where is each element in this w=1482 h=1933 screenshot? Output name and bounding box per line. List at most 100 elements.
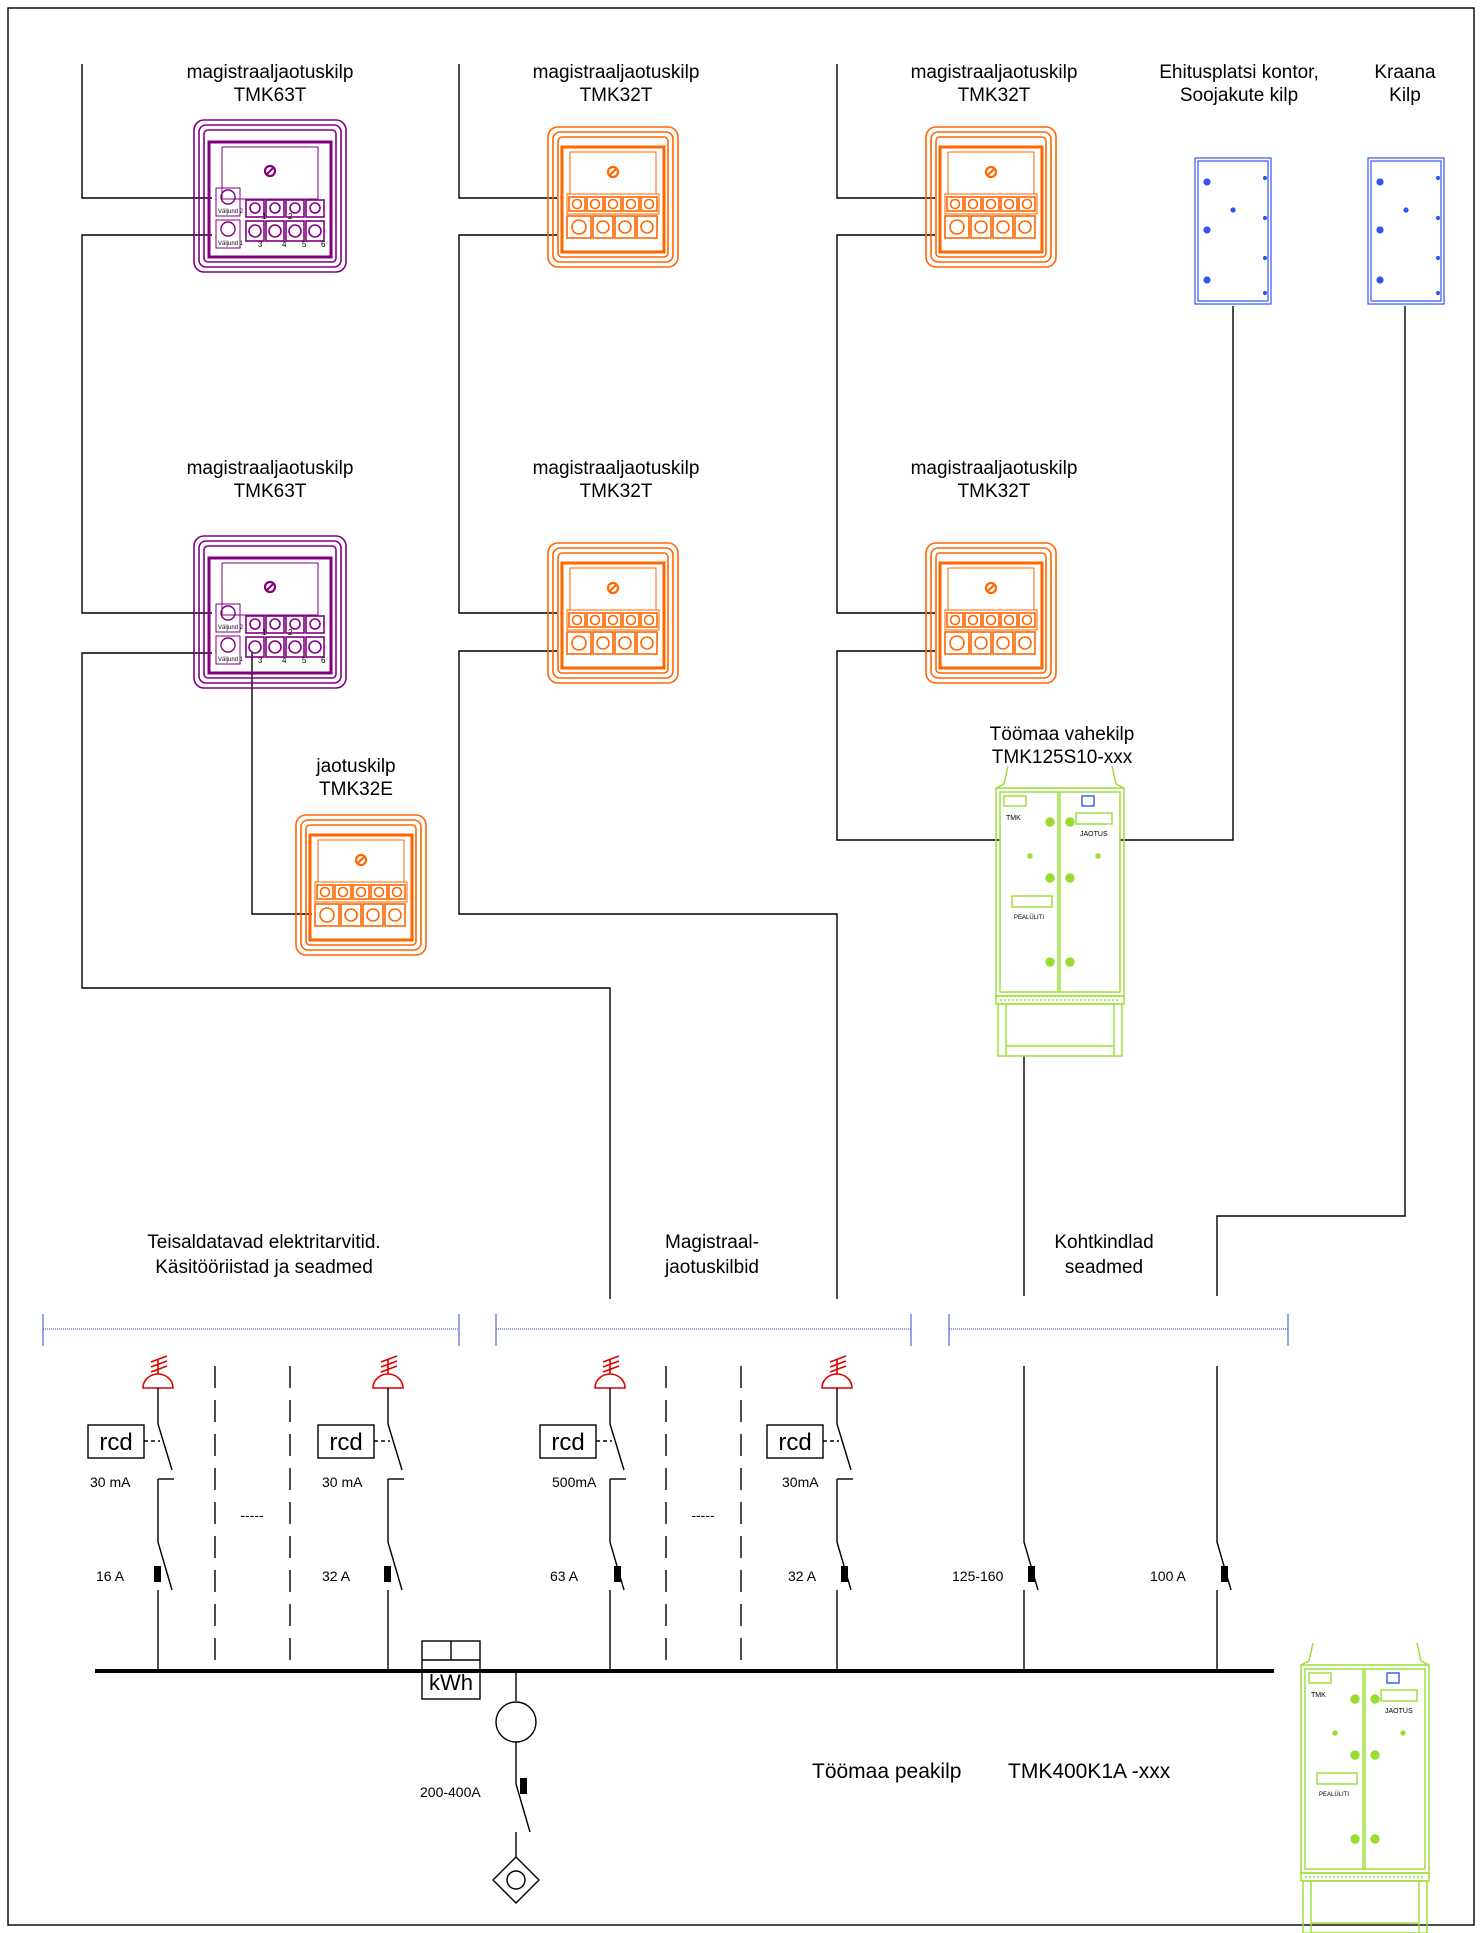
panel-title: magistraaljaotuskilp bbox=[187, 62, 354, 83]
socket-number: 3 bbox=[258, 656, 263, 665]
breaker-rating: 100 A bbox=[1150, 1568, 1186, 1584]
panel-model: TMK63T bbox=[234, 481, 307, 502]
cabinet-label: JAOTUS bbox=[1080, 831, 1108, 838]
current-transformer-icon bbox=[495, 1701, 537, 1743]
panel-tmk32e: jaotuskilp TMK32E bbox=[294, 756, 428, 957]
panel-tmk32-3: magistraaljaotuskilp TMK32T bbox=[911, 62, 1078, 269]
panel-tmk32-2: magistraaljaotuskilp TMK32T bbox=[533, 458, 700, 685]
supply-input-icon bbox=[492, 1856, 540, 1904]
spare-circuits-2: ----- bbox=[665, 1366, 742, 1671]
group-title: Magistraal- bbox=[665, 1232, 759, 1253]
group-title: Kohtkindlad bbox=[1054, 1232, 1153, 1253]
socket-number: 5 bbox=[302, 656, 307, 665]
rcd-rating: 30 mA bbox=[322, 1474, 363, 1490]
socket-tag: Väljund 2 bbox=[218, 625, 244, 631]
socket-number: 1 bbox=[262, 212, 267, 221]
panel-tmk32-4: magistraaljaotuskilp TMK32T bbox=[911, 458, 1078, 685]
socket-tag: Väljund 1 bbox=[218, 657, 244, 663]
main-panel-model: TMK400K1A -xxx bbox=[1008, 1760, 1171, 1783]
group-subtitle: jaotuskilbid bbox=[664, 1257, 759, 1278]
panel-model: TMK32T bbox=[958, 481, 1031, 502]
circuit-32a-portable: rcd 30 mA 32 A bbox=[317, 1355, 404, 1671]
panel-model: TMK32T bbox=[580, 481, 653, 502]
socket-tag: Väljund 1 bbox=[218, 241, 244, 247]
panel-subtitle: Kilp bbox=[1389, 85, 1421, 106]
socket-number: 2 bbox=[288, 212, 293, 221]
cabinet-label: JAOTUS bbox=[1385, 1708, 1413, 1715]
panel-title: magistraaljaotuskilp bbox=[533, 458, 700, 479]
panel-title: Töömaa vahekilp bbox=[990, 724, 1135, 745]
rcd-label: rcd bbox=[551, 1429, 584, 1456]
socket-number: 6 bbox=[321, 240, 326, 249]
spare-label: ----- bbox=[240, 1507, 264, 1523]
cabinet-label: PEALÜLITI bbox=[1319, 1791, 1349, 1798]
earth-icon bbox=[142, 1355, 174, 1389]
panel-vahekilp: Töömaa vahekilp TMK125S10-xxx TMK JAOTUS… bbox=[990, 724, 1135, 1057]
group-title: Teisaldatavad elektritarvitid. bbox=[147, 1232, 380, 1253]
rcd-label: rcd bbox=[778, 1429, 811, 1456]
rcd-label: rcd bbox=[99, 1429, 132, 1456]
earth-icon bbox=[594, 1355, 626, 1389]
socket-number: 2 bbox=[288, 628, 293, 637]
panel-model: TMK32T bbox=[580, 85, 653, 106]
wiring bbox=[81, 64, 1406, 1299]
socket-number: 5 bbox=[302, 240, 307, 249]
breaker-rating: 16 A bbox=[96, 1568, 125, 1584]
panel-title: magistraaljaotuskilp bbox=[911, 62, 1078, 83]
breaker-rating: 32 A bbox=[322, 1568, 351, 1584]
main-panel-title: Töömaa peakilp bbox=[812, 1760, 961, 1783]
socket-number: 4 bbox=[282, 240, 287, 249]
group-brackets bbox=[42, 1314, 1289, 1346]
group-mains: Magistraal- jaotuskilbid bbox=[664, 1232, 759, 1278]
breaker-rating: 125-160 bbox=[952, 1568, 1004, 1584]
panel-title: Kraana bbox=[1374, 62, 1436, 83]
rcd-rating: 30mA bbox=[782, 1474, 819, 1490]
group-fixed: Kohtkindlad seadmed bbox=[1054, 1232, 1153, 1278]
group-subtitle: seadmed bbox=[1065, 1257, 1143, 1278]
panel-title: Ehitusplatsi kontor, bbox=[1159, 62, 1318, 83]
panel-model: TMK125S10-xxx bbox=[992, 747, 1133, 768]
cabinet-brand: TMK bbox=[1311, 1692, 1326, 1699]
breaker-rating: 32 A bbox=[788, 1568, 817, 1584]
socket-number: 4 bbox=[282, 656, 287, 665]
spare-circuits-1: ----- bbox=[214, 1366, 291, 1671]
panel-title: jaotuskilp bbox=[315, 756, 395, 777]
meter-label: kWh bbox=[429, 1670, 473, 1695]
panel-subtitle: Soojakute kilp bbox=[1180, 85, 1298, 106]
socket-tag: Väljund 2 bbox=[218, 209, 244, 215]
earth-icon bbox=[372, 1355, 404, 1389]
panel-tmk63-top: magistraaljaotuskilp TMK63T Väljund 2 Vä… bbox=[187, 62, 354, 274]
panel-model: TMK63T bbox=[234, 85, 307, 106]
breaker-rating: 63 A bbox=[550, 1568, 579, 1584]
circuit-125-160: 125-160 bbox=[952, 1366, 1039, 1671]
cabinet-brand: TMK bbox=[1006, 815, 1021, 822]
main-supply: kWh 200-400A Töömaa peakilp TMK400K1A -x… bbox=[420, 1640, 1171, 1904]
earth-icon bbox=[821, 1355, 853, 1389]
socket-number: 3 bbox=[258, 240, 263, 249]
panel-office: Ehitusplatsi kontor, Soojakute kilp bbox=[1159, 62, 1319, 305]
panel-title: magistraaljaotuskilp bbox=[911, 458, 1078, 479]
panel-model: TMK32T bbox=[958, 85, 1031, 106]
socket-number: 6 bbox=[321, 656, 326, 665]
circuit-100a: 100 A bbox=[1150, 1366, 1232, 1671]
cabinet-label: PEALÜLITI bbox=[1014, 914, 1044, 921]
panel-title: magistraaljaotuskilp bbox=[187, 458, 354, 479]
circuit-32a-mains: rcd 30mA 32 A bbox=[766, 1355, 853, 1671]
panel-model: TMK32E bbox=[319, 779, 393, 800]
panel-tmk63-bottom: magistraaljaotuskilp TMK63T Väljund 2 Vä… bbox=[187, 458, 354, 690]
drawing-frame bbox=[7, 7, 1475, 1926]
rcd-label: rcd bbox=[329, 1429, 362, 1456]
panel-tmk32-1: magistraaljaotuskilp TMK32T bbox=[533, 62, 700, 269]
socket-number: 1 bbox=[262, 628, 267, 637]
panel-crane: Kraana Kilp bbox=[1367, 62, 1445, 305]
panel-peakilp: TMK JAOTUS PEALÜLITI bbox=[1300, 1642, 1430, 1933]
panel-title: magistraaljaotuskilp bbox=[533, 62, 700, 83]
kwh-meter-icon: kWh bbox=[421, 1640, 481, 1700]
rcd-rating: 500mA bbox=[552, 1474, 597, 1490]
circuit-63a: rcd 500mA 63 A bbox=[539, 1355, 626, 1671]
circuit-16a: rcd 30 mA 16 A bbox=[87, 1355, 174, 1671]
group-portable: Teisaldatavad elektritarvitid. Käsitööri… bbox=[147, 1232, 380, 1278]
main-breaker-rating: 200-400A bbox=[420, 1784, 481, 1800]
rcd-rating: 30 mA bbox=[90, 1474, 131, 1490]
